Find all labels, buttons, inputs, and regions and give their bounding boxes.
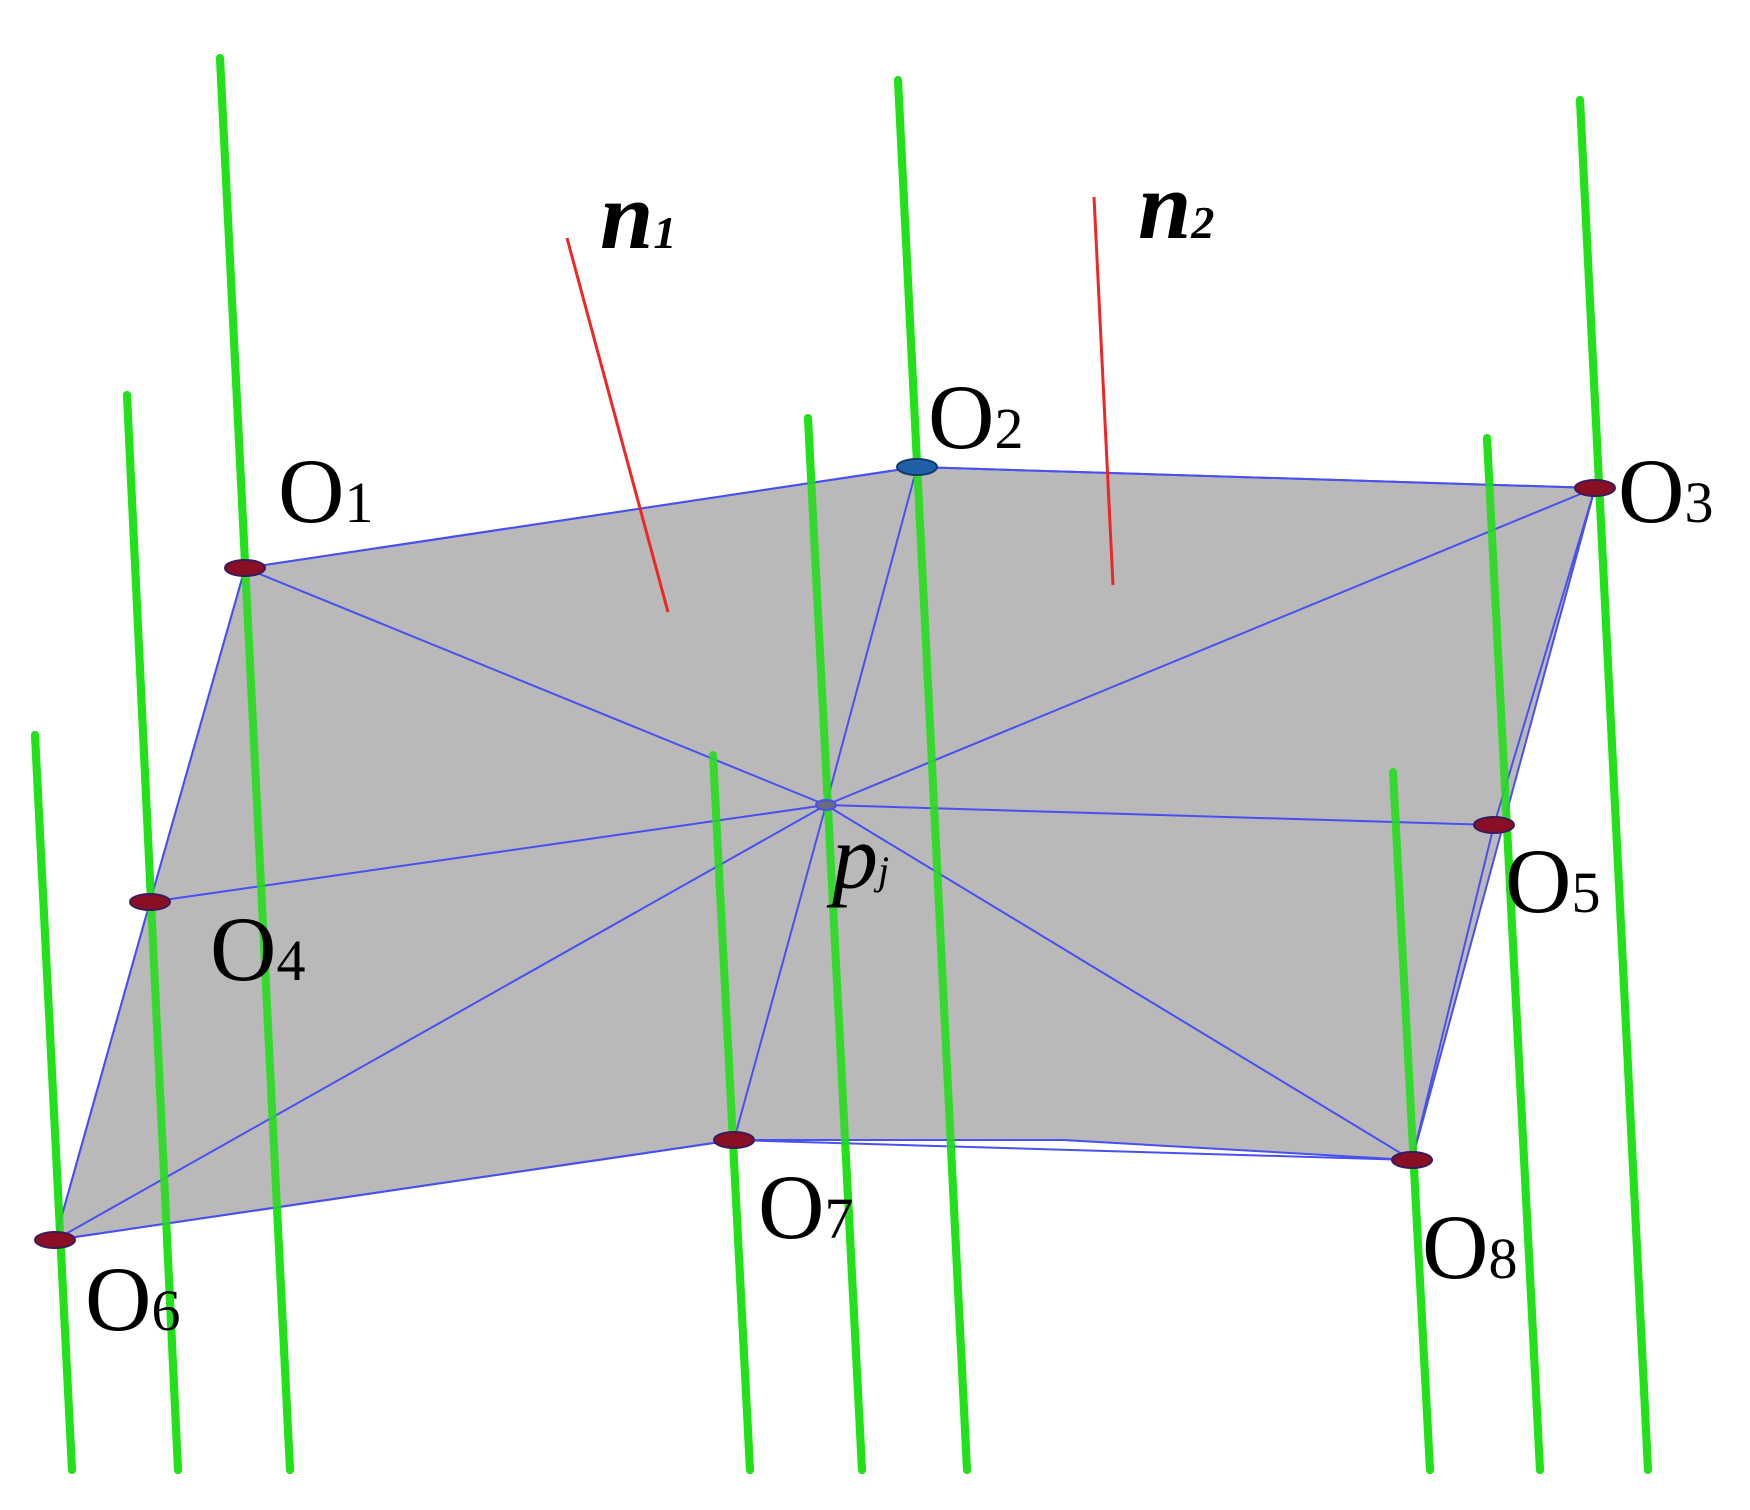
vertex-marker-o5 [1473,816,1515,834]
vertex-marker-o8 [1391,1151,1433,1169]
vertical-line [804,414,866,1474]
vertex-marker-o2 [896,458,938,476]
normal-vectors [565,196,1115,613]
vertical-line [216,54,294,1474]
vertex-marker-o4 [129,893,171,911]
normal-vector-n2 [1092,196,1115,586]
label-o3: O3 [1618,440,1713,542]
mesh-edge [244,466,918,569]
vertex-marker-pj [815,799,837,811]
label-o4: O4 [210,898,305,1000]
vertical-line [123,391,182,1474]
mesh-edge [1411,824,1495,1161]
vertical-line [31,731,76,1474]
label-o6: O6 [85,1248,180,1350]
vertex-marker-o6 [34,1231,76,1249]
mesh-edge [54,804,827,1241]
label-pj: pj [826,806,889,908]
mesh-edge [825,804,1413,1161]
label-o7: O7 [758,1156,853,1258]
mesh-edge [916,466,1596,489]
label-o5: O5 [1505,830,1600,932]
vertical-line [709,751,754,1474]
vertex-marker-o7 [713,1131,755,1149]
normal-vector-n1 [565,237,670,613]
vertex-marker-o3 [1574,479,1616,497]
vertical-line [894,76,971,1474]
mesh-edge [149,567,246,903]
vertical-lines-front [31,54,1652,1474]
labels: n1 n2 O1 O2 O3 O4 O5 O6 O7 O8 pj [85,152,1713,1350]
mesh-edge [733,804,827,1141]
mesh-edge [1493,487,1596,826]
vertex-markers [34,458,1616,1249]
mesh-edge [825,487,1596,806]
label-o2: O2 [928,366,1023,468]
label-o8: O8 [1422,1196,1517,1298]
label-o1: O1 [278,440,373,542]
mesh-edge [54,901,151,1241]
vertex-marker-o1 [224,559,266,577]
label-n2: n2 [1138,152,1214,259]
vertical-line [1576,96,1652,1474]
label-n1: n1 [600,162,676,269]
vertical-line [1389,768,1434,1474]
mesh-edge [244,567,827,806]
mesh-edge [825,466,918,806]
vertical-line [1483,434,1544,1474]
